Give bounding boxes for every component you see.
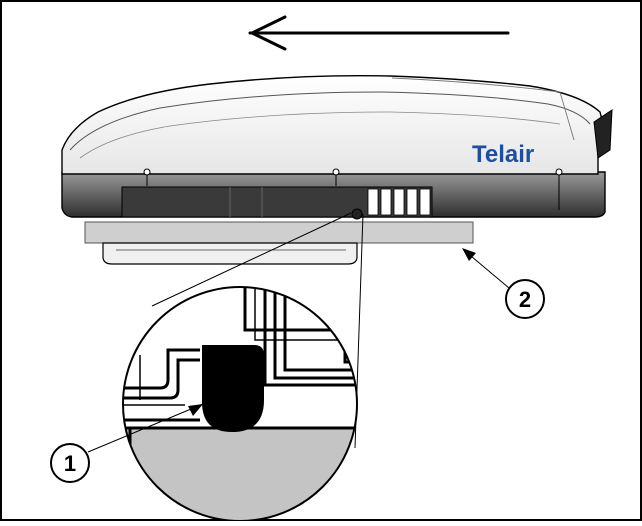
brand-label: Telair <box>472 141 534 168</box>
callout-2: 2 <box>462 248 545 319</box>
callout-1: 1 <box>50 403 204 483</box>
cover-contour <box>391 77 575 141</box>
seal-gasket <box>202 345 264 432</box>
screw-icon <box>555 168 563 210</box>
cover-contour <box>79 111 561 159</box>
ac-unit: Telair <box>61 74 613 220</box>
cover-contour <box>69 91 591 151</box>
unit-bottom-recess <box>121 186 433 218</box>
screw-icon <box>143 168 151 186</box>
screw-icon <box>332 168 340 186</box>
callout-2-label: 2 <box>519 287 531 312</box>
unit-rear-fin <box>593 109 613 159</box>
arrow-left-icon <box>248 15 510 51</box>
magnifier-line <box>151 212 352 307</box>
interior-frame <box>102 242 358 265</box>
vent-slots <box>367 188 431 216</box>
callout-1-label: 1 <box>64 451 76 476</box>
roof-plate <box>84 221 474 244</box>
seal-location <box>351 208 363 220</box>
